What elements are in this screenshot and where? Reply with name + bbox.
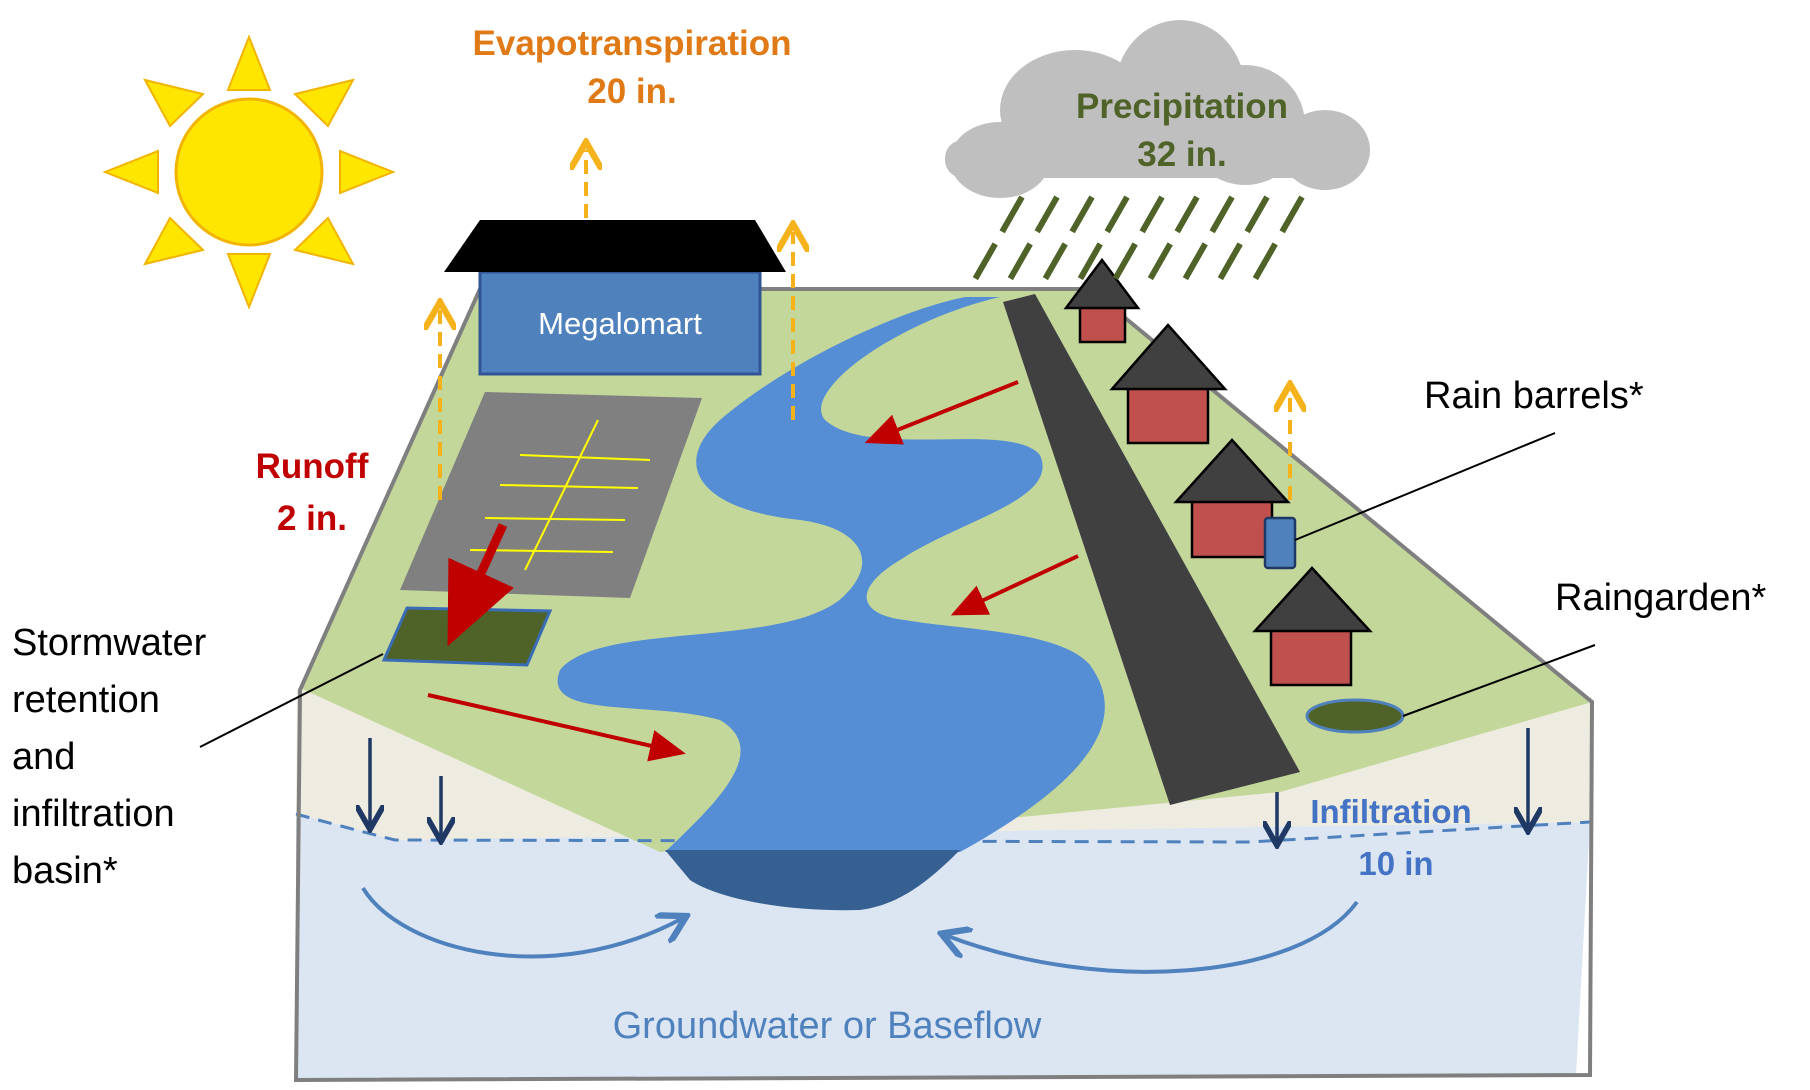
evapotranspiration-arrows: [440, 150, 1290, 500]
groundwater-flow-arrow: [945, 900, 1359, 974]
runoff-label: Runoff: [256, 447, 369, 486]
river: [557, 297, 1105, 911]
house: [1109, 323, 1228, 445]
groundwater-label: Groundwater or Baseflow: [613, 1005, 1042, 1047]
store-name: Megalomart: [538, 306, 702, 341]
stormwater-label-line: retention: [12, 679, 160, 721]
groundwater-flow-arrow: [361, 886, 683, 959]
rain-streaks: [967, 195, 1305, 290]
cloud-icon: [945, 20, 1370, 198]
megalomart-building: Megalomart: [444, 220, 786, 376]
river-channel: [557, 297, 1105, 852]
rain-barrels-leader: [1294, 432, 1556, 541]
infiltration-arrows: [370, 728, 1528, 842]
stormwater-basin: [381, 606, 553, 667]
leader-lines: [199, 432, 1596, 748]
road: [1003, 294, 1300, 805]
runoff-arrow: [950, 554, 1079, 616]
runoff-value: 2 in.: [277, 499, 347, 538]
runoff-arrow: [427, 693, 686, 762]
sun-icon: [102, 34, 396, 310]
house: [1063, 257, 1141, 344]
parking-lot: [400, 392, 702, 598]
stormwater-label-line: and: [12, 736, 75, 778]
stormwater-label-line: basin*: [12, 850, 118, 892]
raingarden-label: Raingarden*: [1555, 577, 1766, 619]
groundwater-flow-arrows: [361, 886, 1359, 974]
runoff-arrows: [427, 380, 1079, 762]
stormwater-leader: [199, 653, 384, 748]
runoff-arrow: [447, 523, 514, 647]
house: [1252, 566, 1373, 687]
evapotranspiration-label: Evapotranspiration: [473, 24, 792, 63]
evapotranspiration-value: 20 in.: [587, 72, 676, 111]
precipitation-value: 32 in.: [1137, 135, 1226, 174]
runoff-arrow: [864, 380, 1019, 445]
raingarden-leader: [1402, 644, 1596, 717]
rain-barrel: [1263, 516, 1297, 570]
rain-barrels-label: Rain barrels*: [1424, 375, 1644, 417]
house: [1173, 438, 1291, 559]
houses: [1063, 257, 1373, 687]
raingarden: [1305, 698, 1405, 734]
infiltration-label: Infiltration: [1310, 793, 1471, 830]
stormwater-label: Stormwater retention and infiltration ba…: [12, 622, 207, 892]
river-deep-pool: [665, 850, 960, 911]
infiltration-value: 10 in: [1358, 845, 1433, 882]
stormwater-label-line: infiltration: [12, 793, 175, 835]
water-table-line: [295, 812, 1591, 844]
precipitation-label: Precipitation: [1076, 87, 1288, 126]
store-roof: [444, 220, 786, 272]
stormwater-label-line: Stormwater: [12, 622, 207, 664]
